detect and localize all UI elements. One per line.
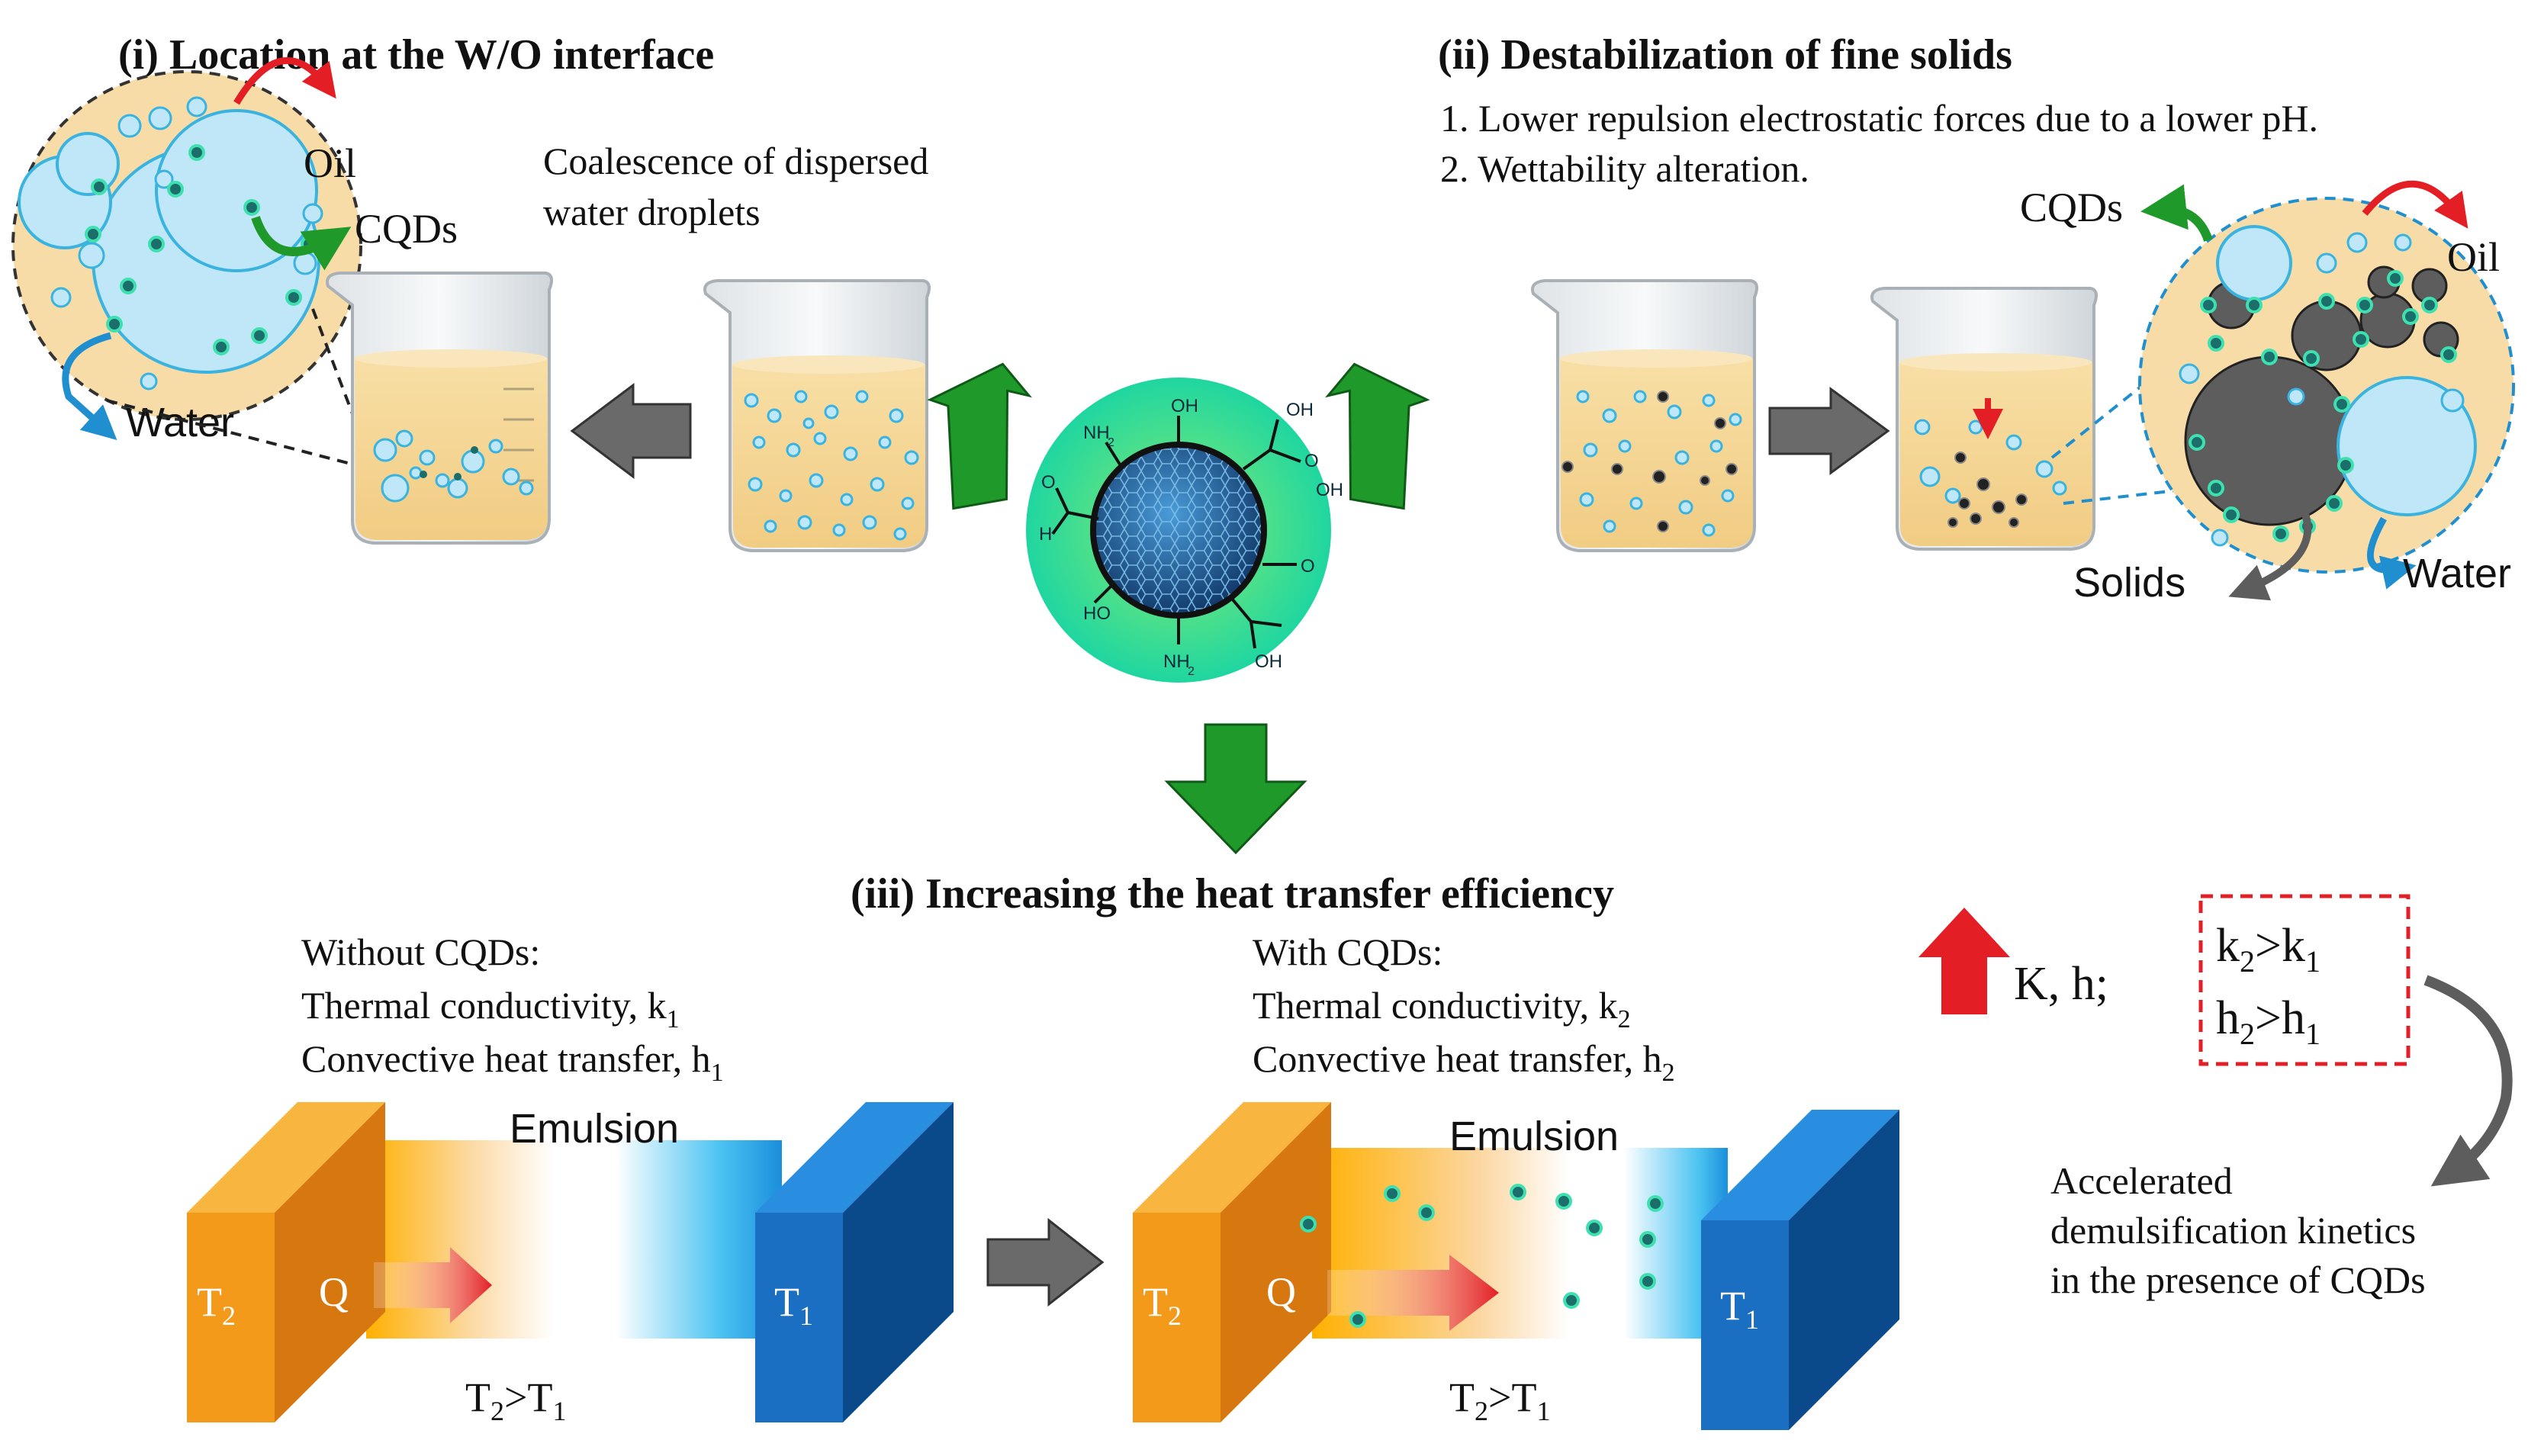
temperature-relation-a: T2>T1 [465,1374,566,1426]
group-acid-oh: OH [1286,400,1314,420]
group-acid-oh2: OH [1316,480,1343,500]
cold-wall-label-a: T1 [774,1279,813,1331]
heat-q-label-b: Q [1266,1269,1296,1315]
increase-label: K, h; [2014,958,2108,1010]
coalescence-caption-line2: water droplets [543,191,761,233]
hot-wall-label-a: T2 [197,1279,236,1331]
group-aldehyde-h: H [1039,524,1052,545]
without-cqds-heading: Without CQDs: [301,930,540,973]
section-ii-title: (ii) Destabilization of fine solids [1438,31,2012,79]
section-ii-point2: 2. Wettability alteration. [1440,147,1809,190]
increase-arrow [1918,908,2010,1014]
section-ii-cqds-label: CQDs [2020,185,2123,230]
result-line2: demulsification kinetics [2050,1209,2416,1252]
coalescence-caption-line1: Coalescence of dispersed [543,140,928,182]
section-i-oil-label: Oil [304,140,356,186]
section-i-title: (i) Location at the W/O interface [118,31,714,79]
section-iii-title: (iii) Increasing the heat transfer effic… [851,870,1614,918]
group-nh-bottom-sub: 2 [1188,665,1195,678]
heat-transfer-with-cqds: Emulsion T2 Q T1 T2>T1 [1133,1102,1899,1430]
beaker-dispersed [703,279,931,552]
oil-arrow-ii [2362,180,2468,229]
temperature-relation-b: T2>T1 [1449,1374,1550,1426]
zoom-line-blue [2050,334,2206,459]
group-ketone-o: O [1301,556,1315,577]
emulsion-label-b: Emulsion [1449,1114,1619,1159]
grey-arrow-right [1768,387,1890,475]
section-ii-water-label: Water [2403,551,2511,596]
k-comparison: k2>k1 [2216,920,2320,979]
section-i-water-label: Water [126,400,234,445]
grey-arrow-left [570,383,692,479]
section-i-magnified-view [11,70,362,421]
cqd-particle: OH NH 2 O H OH O OH NH 2 HO O OH [1026,378,1343,683]
section-i-cqds-label: CQDs [355,206,458,252]
group-oh-top: OH [1171,396,1198,416]
section-ii-magnified-view [2138,197,2515,574]
water-arrow-ii [2366,516,2417,590]
group-ho: HO [1083,603,1111,624]
result-line3: in the presence of CQDs [2050,1258,2426,1301]
zoom-line [311,308,368,451]
emulsion-label-a: Emulsion [510,1106,679,1152]
group-nh-top-sub: 2 [1108,436,1114,449]
h-comparison: h2>h1 [2216,992,2320,1051]
cqds-arrow [251,215,352,271]
heat-q-label-a: Q [319,1269,349,1315]
group-nh-top: NH [1083,423,1110,443]
heat-transfer-without-cqds: Emulsion T2 Q T1 T2>T1 [187,1102,954,1426]
group-nh-bottom: NH [1163,651,1190,672]
green-arrow-right [1325,362,1430,510]
section-ii-point1: 1. Lower repulsion electrostatic forces … [1440,97,2318,140]
result-arrow [2423,975,2513,1187]
zoom-line [106,399,363,468]
section-ii-oil-label: Oil [2447,234,2500,280]
cqds-arrow-ii [2140,184,2213,243]
with-cqds-heading: With CQDs: [1253,930,1442,973]
without-k-line: Thermal conductivity, k1 [301,984,680,1033]
group-oh-bottom: OH [1255,651,1282,672]
grey-arrow-middle [986,1217,1105,1307]
cold-wall-label-b: T1 [1720,1283,1759,1335]
result-line1: Accelerated [2050,1159,2233,1202]
water-arrow [62,332,117,441]
section-ii-solids-label: Solids [2073,560,2185,606]
comparison-box [2198,894,2411,1066]
group-aldehyde-o: O [1041,472,1056,493]
green-arrow-left [927,362,1032,510]
solids-arrow [2228,474,2312,601]
hot-wall-label-b: T2 [1143,1279,1182,1331]
beaker-coalesced [326,272,554,545]
green-arrow-down [1164,723,1307,855]
beaker-solids-settled [1870,287,2099,551]
oil-arrow [233,56,336,105]
with-k-line: Thermal conductivity, k2 [1253,984,1631,1033]
group-acid-o: O [1304,451,1319,471]
without-h-line: Convective heat transfer, h1 [301,1037,724,1087]
beaker-solids-dispersed [1531,279,1759,552]
with-h-line: Convective heat transfer, h2 [1253,1037,1675,1087]
